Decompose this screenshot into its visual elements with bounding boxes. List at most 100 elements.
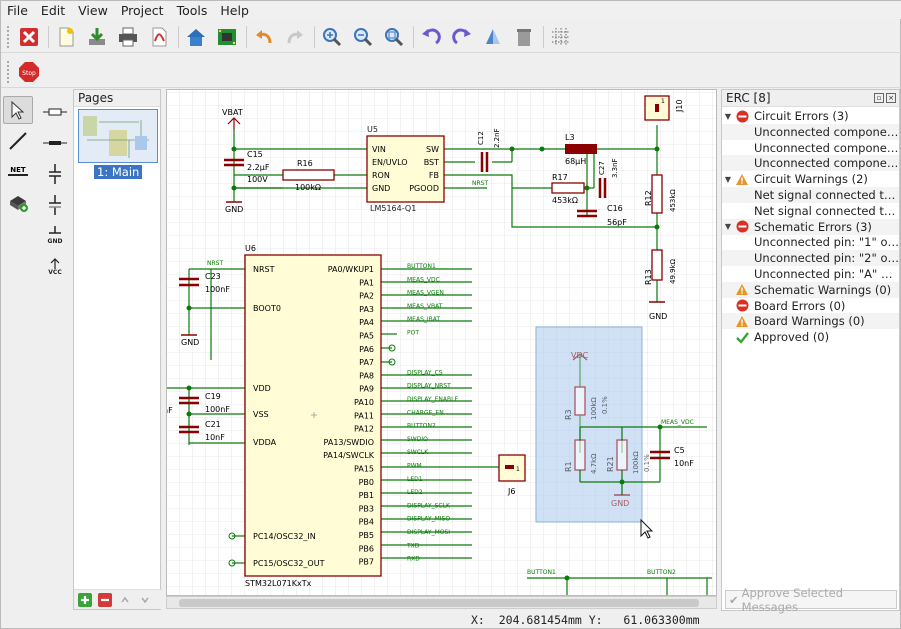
erc-row-label: Board Errors (0) [754,298,846,313]
schematic-canvas[interactable]: U5 LM5164-Q1 VIN EN/UVLO RON GND SW BST … [166,89,717,596]
menu-edit[interactable]: Edit [40,2,66,18]
toolbar-grip[interactable] [7,60,10,83]
horizontal-scrollbar[interactable] [166,596,717,609]
add-page-button[interactable] [76,591,94,608]
c16-value: 56pF [607,218,627,227]
c16-capacitor[interactable]: C16 56pF [577,204,627,227]
j10-connector[interactable]: 1 J10 [644,95,684,121]
chevron-down-icon[interactable]: ▼ [724,174,732,184]
toolbar-grip[interactable] [7,25,10,48]
erc-category[interactable]: ▼Circuit Warnings (2) [722,171,899,187]
undo-button[interactable] [251,24,277,50]
export-pdf-button[interactable] [146,24,172,50]
l3-inductor[interactable]: L3 68µH [565,133,597,166]
erc-category[interactable]: Board Warnings (0) [722,313,899,330]
menu-file[interactable]: File [7,2,28,18]
board-editor-button[interactable] [214,24,240,50]
add-netlabel-tool[interactable]: NET [3,158,33,186]
redo-button[interactable] [282,24,308,50]
c21-capacitor[interactable]: C21 10nF [179,420,225,442]
menu-tools[interactable]: Tools [176,2,208,18]
erc-category[interactable]: Schematic Warnings (0) [722,281,899,298]
remove-page-button[interactable] [96,591,114,608]
draw-wire-tool[interactable] [3,127,33,155]
horizontal-scroll-thumb[interactable] [179,599,699,607]
c23-capacitor[interactable]: C23 100nF [179,272,230,294]
j6-connector[interactable]: 1 J6 [498,454,526,496]
r16-value: 100kΩ [295,183,321,192]
c5-capacitor[interactable]: C5 10nF [650,446,694,468]
move-page-up-button[interactable] [116,591,134,608]
erc-message[interactable]: Unconnected pin: "1" of... [722,234,899,250]
netlabel-icon: NET [8,166,28,176]
export-button[interactable] [84,24,110,50]
page-thumbnail[interactable] [78,109,158,163]
control-panel-button[interactable] [183,24,209,50]
zoom-fit-button[interactable] [381,24,407,50]
chevron-down-icon[interactable]: ▼ [724,222,732,232]
mirror-button[interactable] [480,24,506,50]
print-button[interactable] [115,24,141,50]
c19-capacitor[interactable]: C19 100nF [179,392,230,414]
zoom-in-button[interactable] [319,24,345,50]
capacitor-symbol-button[interactable] [39,158,71,189]
c12-capacitor[interactable]: C12 2.2nF [477,128,501,172]
move-page-down-button[interactable] [136,591,154,608]
r16-resistor[interactable]: R16 100kΩ [282,159,335,192]
erc-message[interactable]: Unconnected pin: "A" of... [722,266,899,282]
u6-net-label: MEAS_IBAT [407,316,440,323]
u6-body[interactable] [244,254,382,577]
delete-button[interactable] [511,24,537,50]
u5-body[interactable] [366,135,445,203]
rotate-ccw-button[interactable] [418,24,444,50]
r3-value: 100kΩ [590,397,598,420]
r3-tolerance: 0.1% [601,396,609,414]
c27-capacitor[interactable]: C27 3.3nF [598,158,619,198]
erc-message[interactable]: Unconnected pin: "2" of... [722,250,899,267]
erc-message[interactable]: Unconnected component... [722,140,899,156]
erc-message[interactable]: Net signal connected to ... [722,203,899,219]
erc-message[interactable]: Net signal connected to ... [722,187,899,203]
capacitor-polar-symbol-button[interactable] [39,189,71,220]
checkmark-icon [734,330,750,344]
erc-row-label: Unconnected component... [754,124,899,139]
c15-capacitor[interactable]: C15 2.2µF 100V [224,150,270,184]
gnd-symbol-button[interactable]: GND [39,220,71,251]
u6-net-label: DISPLAY_MOSI [407,529,450,536]
pdf-icon [152,27,167,46]
erc-message[interactable]: Unconnected component... [722,123,899,140]
new-page-button[interactable] [53,24,79,50]
close-button[interactable] [16,24,42,50]
add-component-tool[interactable] [3,189,33,217]
close-panel-button[interactable]: × [886,93,896,103]
vcc-icon [50,258,60,269]
erc-row-label: Net signal connected to ... [754,188,899,202]
u6-pin-right: PA3 [359,305,374,314]
r17-resistor[interactable]: R17 453kΩ [551,173,585,205]
stop-button[interactable]: Stop [16,59,42,85]
approve-selected-messages-button[interactable]: ✔ Approve Selected Messages [725,586,897,614]
grid-button[interactable] [548,24,574,50]
erc-message[interactable]: Unconnected component... [722,155,899,172]
r12-resistor[interactable]: R12 453kΩ [644,174,677,214]
float-panel-button[interactable]: ▫ [874,93,884,103]
vcc-symbol-button[interactable]: VCC [39,251,71,282]
vdc-divider-group[interactable]: VDC R3 100kΩ 0.1% R1 4.7kΩ R21 100kΩ 0.1… [564,351,651,508]
erc-category[interactable]: Approved (0) [722,329,899,345]
zoom-out-button[interactable] [350,24,376,50]
resistor-symbol-button[interactable] [39,96,71,127]
menu-view[interactable]: View [78,2,108,18]
erc-category[interactable]: ▼Schematic Errors (3) [722,218,899,235]
r13-resistor[interactable]: R13 49.9kΩ [644,249,677,285]
rotate-cw-button[interactable] [449,24,475,50]
resistor-us-symbol-button[interactable] [39,127,71,158]
chevron-down-icon[interactable]: ▼ [724,111,732,121]
c16-ref: C16 [607,204,623,213]
erc-category[interactable]: ▼Circuit Errors (3) [722,108,899,124]
erc-category[interactable]: Board Errors (0) [722,298,899,314]
select-tool[interactable] [3,96,33,124]
u6-pin-right: PA9 [359,385,374,394]
page-label-main[interactable]: 1: Main [94,165,143,179]
menu-help[interactable]: Help [220,2,249,18]
menu-project[interactable]: Project [120,2,164,18]
